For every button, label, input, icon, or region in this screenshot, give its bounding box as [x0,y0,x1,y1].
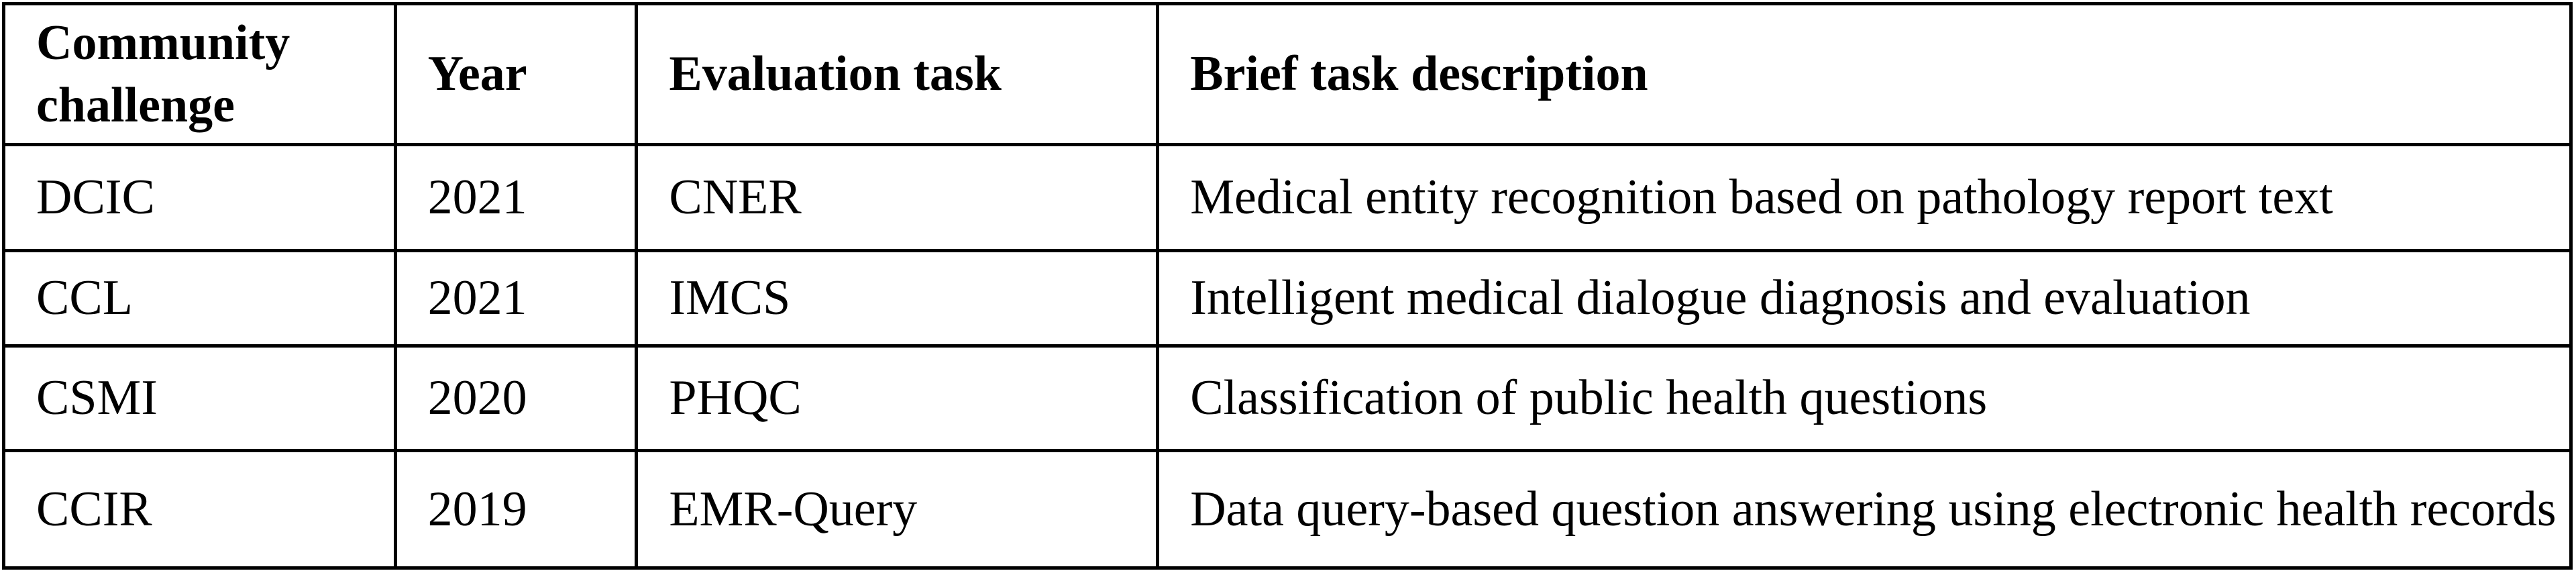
cell-year: 2020 [393,344,639,452]
cell-year: 2019 [393,449,639,570]
header-brief-task-description: Brief task description [1156,2,2573,146]
cell-description: Classification of public health question… [1156,344,2573,452]
cell-description: Medical entity recognition based on path… [1156,143,2573,252]
cell-year: 2021 [393,143,639,252]
cell-task: PHQC [635,344,1160,452]
cell-description: Data query-based question answering usin… [1156,449,2573,570]
cell-task: IMCS [635,249,1160,348]
table-header: Community challenge Year Evaluation task… [2,2,2573,146]
cell-challenge: CCIR [2,449,397,570]
header-community-challenge: Community challenge [2,2,397,146]
cell-description: Intelligent medical dialogue diagnosis a… [1156,249,2573,348]
cell-challenge: DCIC [2,143,397,252]
cell-challenge: CCL [2,249,397,348]
cell-year: 2021 [393,249,639,348]
cell-challenge: CSMI [2,344,397,452]
header-evaluation-task: Evaluation task [635,2,1160,146]
cell-task: EMR-Query [635,449,1160,570]
header-row: Community challenge Year Evaluation task… [2,2,2573,146]
cell-task: CNER [635,143,1160,252]
header-year: Year [393,2,639,146]
